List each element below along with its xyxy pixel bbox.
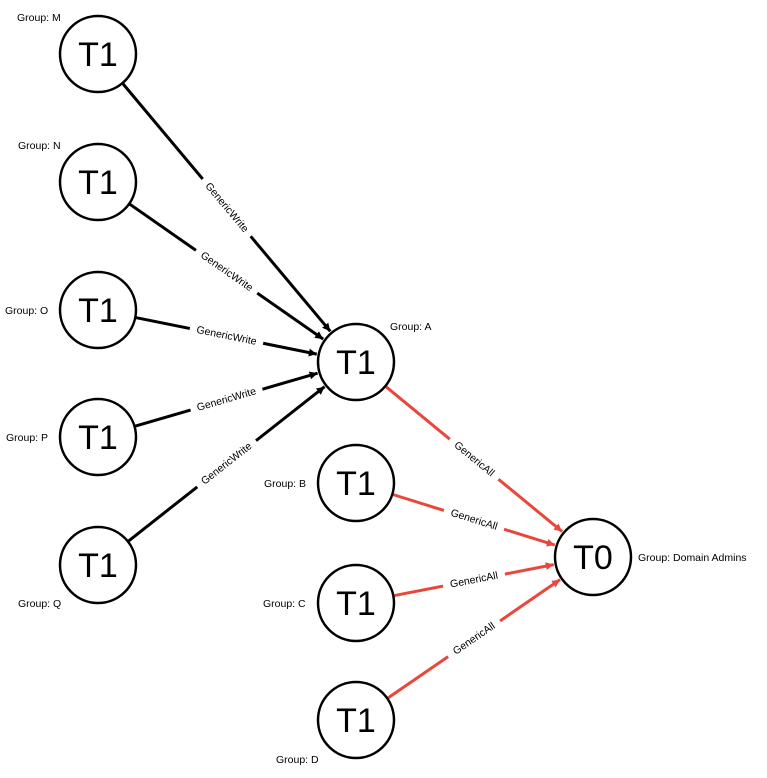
node-circle (58, 525, 138, 605)
edge-label-bg (188, 382, 265, 417)
group-label: Group: B (264, 478, 306, 490)
node-circle (316, 563, 396, 643)
group-label: Group: D (276, 754, 319, 766)
group-label: Group: O (5, 305, 48, 317)
edge-b-to-da: GenericAll (392, 493, 556, 547)
edge-label: GenericWrite (198, 249, 255, 294)
edge-q-to-a: GenericWrite (127, 385, 326, 543)
edge-label-bg (197, 174, 257, 241)
edge-label-bg (441, 567, 507, 593)
node-tier-label: T1 (78, 419, 118, 457)
node-da[interactable]: T0 Group: Domain Admins (553, 517, 747, 597)
edge-label-bg (188, 321, 265, 351)
node-tier-label: T1 (336, 702, 376, 740)
node-m[interactable]: T1 Group: M (17, 12, 138, 94)
group-label: Group: N (18, 140, 61, 152)
edge-n-to-a: GenericWrite (129, 203, 325, 341)
edge-label-bg (445, 433, 503, 485)
edge-label-group: GenericWrite (188, 321, 265, 351)
node-tier-label: T1 (336, 585, 376, 623)
node-circle (58, 142, 138, 222)
node-circle (58, 270, 138, 350)
node-tier-label: T1 (336, 344, 376, 382)
node-n[interactable]: T1 Group: N (18, 140, 138, 222)
node-tier-label: T1 (78, 547, 118, 585)
node-circle (58, 397, 138, 477)
edge-label: GenericWrite (195, 324, 257, 348)
edge-a-to-da: GenericAll (385, 385, 564, 533)
edge-m-to-a: GenericWrite (121, 82, 332, 333)
node-circle (58, 14, 138, 94)
node-o[interactable]: T1 Group: O (5, 270, 138, 350)
group-label: Group: C (263, 598, 306, 610)
edge-c-to-da: GenericAll (393, 562, 555, 598)
edge-d-to-da: GenericAll (387, 578, 561, 700)
edge-p-to-a: GenericWrite (135, 371, 319, 428)
edges-layer: GenericWriteGenericWriteGenericWriteGene… (121, 82, 564, 700)
node-tier-label: T0 (573, 539, 613, 577)
edge-label-group: GenericWrite (192, 435, 261, 493)
edge-label-group: GenericAll (441, 503, 507, 536)
edge-label-group: GenericAll (444, 615, 505, 663)
edge-label: GenericAll (449, 570, 499, 591)
group-label: Group: Domain Admins (638, 552, 747, 564)
edge-label-group: GenericAll (441, 567, 507, 593)
node-p[interactable]: T1 Group: P (6, 397, 138, 477)
edge-label: GenericAll (451, 620, 498, 657)
node-circle (316, 680, 396, 760)
node-tier-label: T1 (78, 292, 118, 330)
node-b[interactable]: T1 Group: B (264, 443, 396, 523)
edge-label-group: GenericWrite (197, 174, 257, 241)
edge-label-group: GenericAll (445, 433, 503, 485)
edge-label: GenericAll (449, 507, 499, 533)
edge-label: GenericWrite (199, 440, 255, 487)
edge-label: GenericWrite (202, 180, 251, 235)
edge-label: GenericAll (452, 439, 497, 479)
node-c[interactable]: T1 Group: C (263, 563, 396, 643)
edge-label-bg (444, 615, 505, 663)
edge-label-group: GenericWrite (188, 382, 265, 417)
edge-label-bg (441, 503, 507, 536)
node-tier-label: T1 (78, 164, 118, 202)
node-circle (316, 322, 396, 402)
group-label: Group: P (6, 432, 48, 444)
node-circle (316, 443, 396, 523)
edge-label-bg (192, 435, 261, 493)
node-tier-label: T1 (78, 36, 118, 74)
group-label: Group: Q (18, 598, 61, 610)
node-a[interactable]: T1 Group: A (316, 321, 431, 402)
group-label: Group: M (17, 12, 61, 24)
group-label: Group: A (390, 321, 431, 333)
edge-o-to-a: GenericWrite (135, 316, 318, 357)
edge-label-group: GenericWrite (191, 244, 262, 299)
edge-label-bg (191, 244, 262, 299)
node-tier-label: T1 (336, 465, 376, 503)
node-circle (553, 517, 633, 597)
